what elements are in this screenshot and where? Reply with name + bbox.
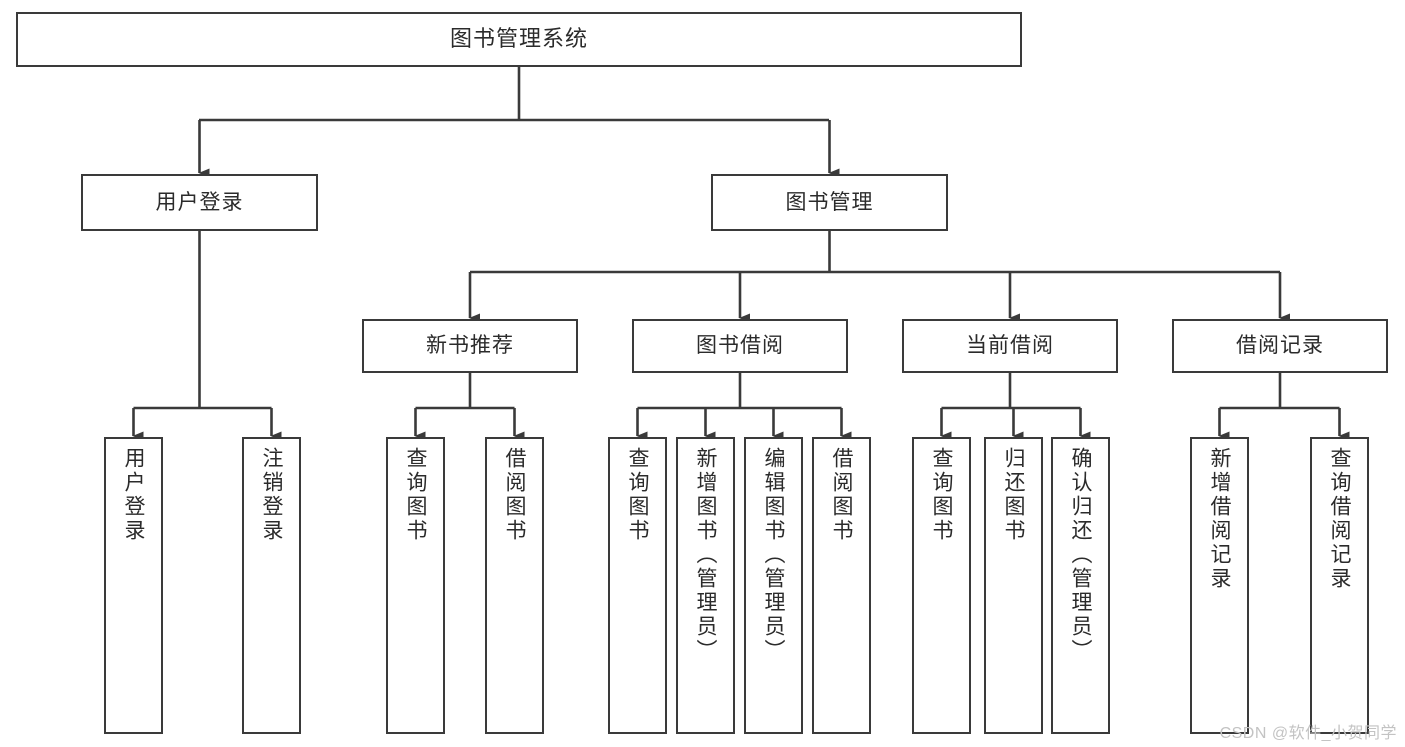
node-book-manage-label: 图书管理 [785, 190, 874, 214]
leaf-edit-book[interactable]: 编辑图书（管理员） [744, 437, 803, 734]
leaf-query-record[interactable]: 查询借阅记录 [1310, 437, 1369, 734]
node-user-login-label: 用户登录 [155, 190, 244, 214]
leaf-add-record-label: 新增借阅记录 [1208, 447, 1231, 591]
leaf-borrow-book-2[interactable]: 借阅图书 [812, 437, 871, 734]
leaf-query-book-3[interactable]: 查询图书 [912, 437, 971, 734]
leaf-return-book[interactable]: 归还图书 [984, 437, 1043, 734]
leaf-edit-book-label: 编辑图书（管理员） [762, 447, 785, 663]
leaf-return-book-label: 归还图书 [1002, 447, 1025, 543]
leaf-user-login-label: 用户登录 [122, 447, 145, 543]
node-root[interactable]: 图书管理系统 [16, 12, 1022, 67]
node-user-login[interactable]: 用户登录 [81, 174, 318, 231]
leaf-add-record[interactable]: 新增借阅记录 [1190, 437, 1249, 734]
leaf-logout-label: 注销登录 [260, 447, 283, 543]
leaf-confirm-return[interactable]: 确认归还（管理员） [1051, 437, 1110, 734]
leaf-query-book-3-label: 查询图书 [930, 447, 953, 543]
leaf-user-login[interactable]: 用户登录 [104, 437, 163, 734]
node-borrow-record[interactable]: 借阅记录 [1172, 319, 1388, 373]
node-root-label: 图书管理系统 [449, 26, 588, 52]
leaf-query-book-2-label: 查询图书 [626, 447, 649, 543]
leaf-confirm-return-label: 确认归还（管理员） [1069, 447, 1092, 663]
node-new-book-recommend[interactable]: 新书推荐 [362, 319, 578, 373]
leaf-add-book[interactable]: 新增图书（管理员） [676, 437, 735, 734]
leaf-borrow-book-1[interactable]: 借阅图书 [485, 437, 544, 734]
node-book-manage[interactable]: 图书管理 [711, 174, 948, 231]
leaf-query-book-1-label: 查询图书 [404, 447, 427, 543]
leaf-borrow-book-1-label: 借阅图书 [503, 447, 526, 543]
leaf-query-book-1[interactable]: 查询图书 [386, 437, 445, 734]
leaf-borrow-book-2-label: 借阅图书 [830, 447, 853, 543]
node-borrow-record-label: 借阅记录 [1236, 334, 1324, 358]
node-current-borrow[interactable]: 当前借阅 [902, 319, 1118, 373]
leaf-query-book-2[interactable]: 查询图书 [608, 437, 667, 734]
leaf-add-book-label: 新增图书（管理员） [694, 447, 717, 663]
node-current-borrow-label: 当前借阅 [966, 334, 1054, 358]
node-new-book-recommend-label: 新书推荐 [426, 334, 514, 358]
leaf-logout[interactable]: 注销登录 [242, 437, 301, 734]
node-book-borrow[interactable]: 图书借阅 [632, 319, 848, 373]
node-book-borrow-label: 图书借阅 [696, 334, 784, 358]
leaf-query-record-label: 查询借阅记录 [1328, 447, 1351, 591]
